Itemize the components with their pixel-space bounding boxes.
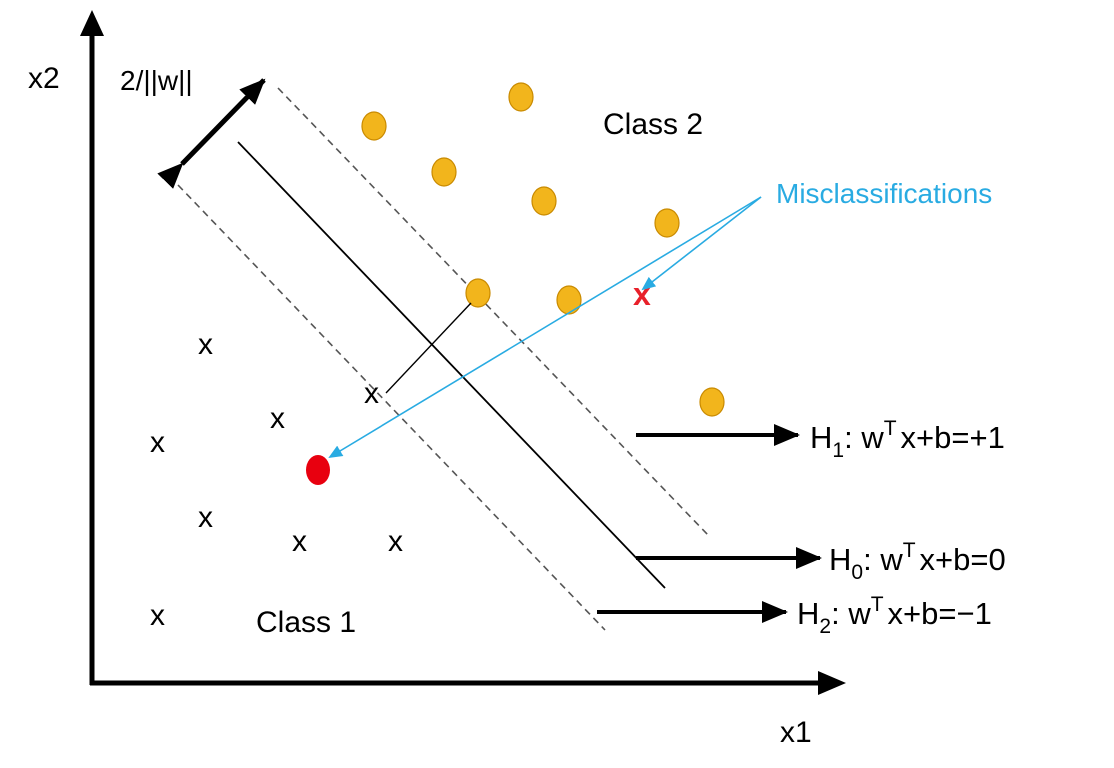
x-axis-arrowhead: [818, 671, 846, 695]
class-1-point: x: [388, 525, 403, 558]
class-2-label: Class 2: [603, 108, 703, 141]
class-1-point: x: [198, 501, 213, 534]
h1-margin-line: [277, 87, 709, 536]
class-1-point: x: [198, 328, 213, 361]
class-2-point: [508, 82, 534, 112]
class-2-point: [531, 186, 557, 216]
h2-colon: :: [831, 596, 848, 631]
h2-superscript: T: [871, 593, 884, 616]
h2-expression: x+b=−1: [888, 596, 992, 631]
class-2-point: [361, 111, 387, 141]
h2-name: H: [797, 596, 819, 631]
h1-subscript: 1: [832, 439, 844, 462]
class-1-point: x: [150, 426, 165, 459]
class-1-point: x: [150, 599, 165, 632]
misclassified-class-1-point: x: [633, 276, 651, 312]
class-1-points: x x x x x x x x: [150, 328, 403, 632]
x-axis-label: x1: [780, 716, 812, 749]
support-vector-connector: [385, 302, 472, 394]
h2-w: w: [847, 596, 871, 631]
class-1-point: x: [292, 525, 307, 558]
class-1-label: Class 1: [256, 606, 356, 639]
misclassification-arrow-to-dot: [328, 196, 762, 459]
h1-superscript: T: [884, 417, 897, 440]
misclassifications-label: Misclassifications: [776, 178, 992, 209]
h0-decision-line: [237, 141, 666, 589]
class-2-point: [431, 157, 457, 187]
class-2-points: [361, 82, 725, 417]
h0-colon: :: [863, 542, 880, 577]
class-2-point: [654, 208, 680, 238]
margin-width-arrow: [157, 78, 266, 189]
h0-w: w: [879, 542, 903, 577]
y-axis-label: x2: [28, 62, 60, 95]
h1-expression: x+b=+1: [901, 420, 1005, 455]
h2-margin-line: [177, 184, 606, 631]
h1-name: H: [810, 420, 832, 455]
margin-width-label: 2/||w||: [120, 65, 193, 96]
misclassification-arrow-to-x: [641, 196, 762, 291]
h1-w: w: [860, 420, 884, 455]
class-2-point: [465, 278, 491, 308]
h2-subscript: 2: [819, 615, 831, 638]
misclassified-class-2-point: [306, 455, 330, 485]
h0-subscript: 0: [851, 561, 863, 584]
h0-name: H: [829, 542, 851, 577]
h0-superscript: T: [903, 539, 916, 562]
class-1-point: x: [270, 402, 285, 435]
h0-expression: x+b=0: [920, 542, 1006, 577]
class-2-point: [556, 285, 582, 315]
h1-colon: :: [844, 420, 861, 455]
class-2-point: [699, 387, 725, 417]
class-1-point: x: [364, 377, 379, 410]
y-axis-arrowhead: [80, 10, 104, 36]
